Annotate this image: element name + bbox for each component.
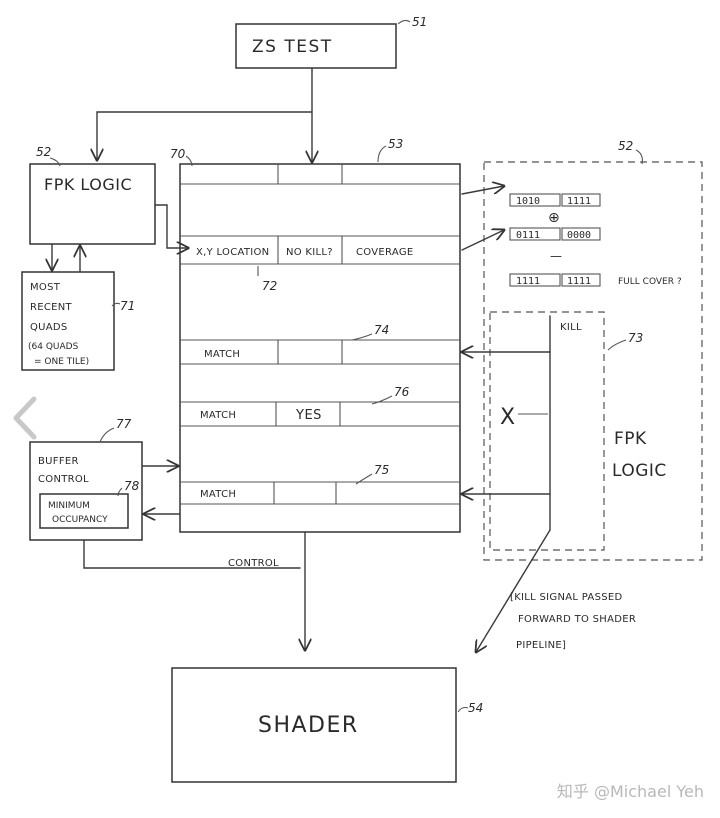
kill-note-line-1: [KILL SIGNAL PASSED (510, 592, 623, 603)
ref-74: 74 (374, 323, 389, 337)
ref-54: 54 (468, 701, 483, 715)
most-recent-quads-block: MOST RECENT QUADS (64 QUADS = ONE TILE) … (21, 271, 135, 371)
most-recent-line-1: MOST (30, 282, 61, 293)
most-recent-line-2: RECENT (30, 302, 73, 313)
ref-77: 77 (116, 417, 132, 431)
ref-78: 78 (124, 479, 140, 493)
control-line (83, 539, 301, 569)
fpk-logic-right-line-2: LOGIC (612, 461, 667, 481)
x-mark: X (500, 405, 515, 430)
ref-53: 53 (388, 137, 403, 151)
buffer-control-line-2: CONTROL (38, 474, 89, 485)
match-label-2: MATCH (200, 410, 236, 421)
ref-52-left: 52 (36, 145, 51, 159)
kill-forward-arrow (476, 529, 551, 652)
bits-row3-b: 1111 (567, 276, 591, 287)
ref-71: 71 (120, 299, 135, 313)
bits-row1-a: 1010 (516, 196, 540, 207)
ref-52-right: 52 (618, 139, 633, 153)
kill-signal-note: [KILL SIGNAL PASSED FORWARD TO SHADER PI… (510, 592, 636, 651)
fpk-logic-left-block: FPK LOGIC 52 (29, 145, 156, 245)
fpk-right-region: 52 1010 1111 ⊕ 0111 0000 — 1111 1111 FUL… (483, 139, 703, 561)
shader-label: SHADER (258, 713, 359, 738)
min-occupancy-line-2: OCCUPANCY (52, 515, 108, 525)
ref-76: 76 (394, 385, 410, 399)
control-label: CONTROL (228, 558, 279, 569)
buffer-to-bits-arrow-1 (461, 186, 504, 195)
fpk-logic-left-label: FPK LOGIC (44, 175, 132, 194)
bits-row3-a: 1111 (516, 276, 540, 287)
shader-block: SHADER 54 (171, 667, 483, 783)
kill-label: KILL (560, 322, 582, 333)
min-occupancy-line-1: MINIMUM (48, 501, 90, 511)
match-label-3: MATCH (200, 489, 236, 500)
ref-51: 51 (412, 15, 427, 29)
fpk-to-entry-arrow (154, 204, 188, 248)
bits-row2-a: 0111 (516, 230, 540, 241)
kill-note-line-3: PIPELINE] (516, 640, 566, 651)
ref-70: 70 (170, 147, 186, 161)
no-kill-label: NO KILL? (286, 247, 333, 258)
most-recent-line-4: (64 QUADS (28, 342, 79, 352)
ref-75: 75 (374, 463, 389, 477)
match-label-1: MATCH (204, 349, 240, 360)
buffer-control-block: BUFFER CONTROL MINIMUM OCCUPANCY 77 78 (29, 417, 143, 541)
zs-test-label: ZS TEST (252, 37, 333, 57)
buffer-to-bits-arrow-2 (461, 230, 504, 251)
xy-location-label: X,Y LOCATION (196, 247, 269, 258)
zs-to-fpk-arrow (97, 111, 313, 160)
watermark: 知乎 @Michael Yeh (556, 782, 704, 801)
full-cover-label: FULL COVER ? (618, 277, 682, 287)
dash-symbol: — (550, 249, 562, 263)
yes-label: YES (295, 408, 322, 423)
zs-test-block: ZS TEST 51 (235, 15, 427, 69)
bits-row2-b: 0000 (567, 230, 591, 241)
buffer-block: 70 53 X,Y LOCATION NO KILL? COVERAGE 72 … (170, 137, 461, 533)
ref-72: 72 (262, 279, 277, 293)
buffer-control-line-1: BUFFER (38, 456, 79, 467)
xor-symbol: ⊕ (548, 210, 560, 226)
fpk-logic-right-line-1: FPK (614, 429, 647, 449)
kill-note-line-2: FORWARD TO SHADER (518, 614, 636, 625)
most-recent-line-3: QUADS (30, 322, 68, 333)
coverage-label: COVERAGE (356, 247, 414, 258)
previous-image-chevron-icon[interactable] (10, 395, 40, 441)
ref-73: 73 (628, 331, 643, 345)
bits-row1-b: 1111 (567, 196, 591, 207)
most-recent-line-5: = ONE TILE) (34, 357, 89, 367)
